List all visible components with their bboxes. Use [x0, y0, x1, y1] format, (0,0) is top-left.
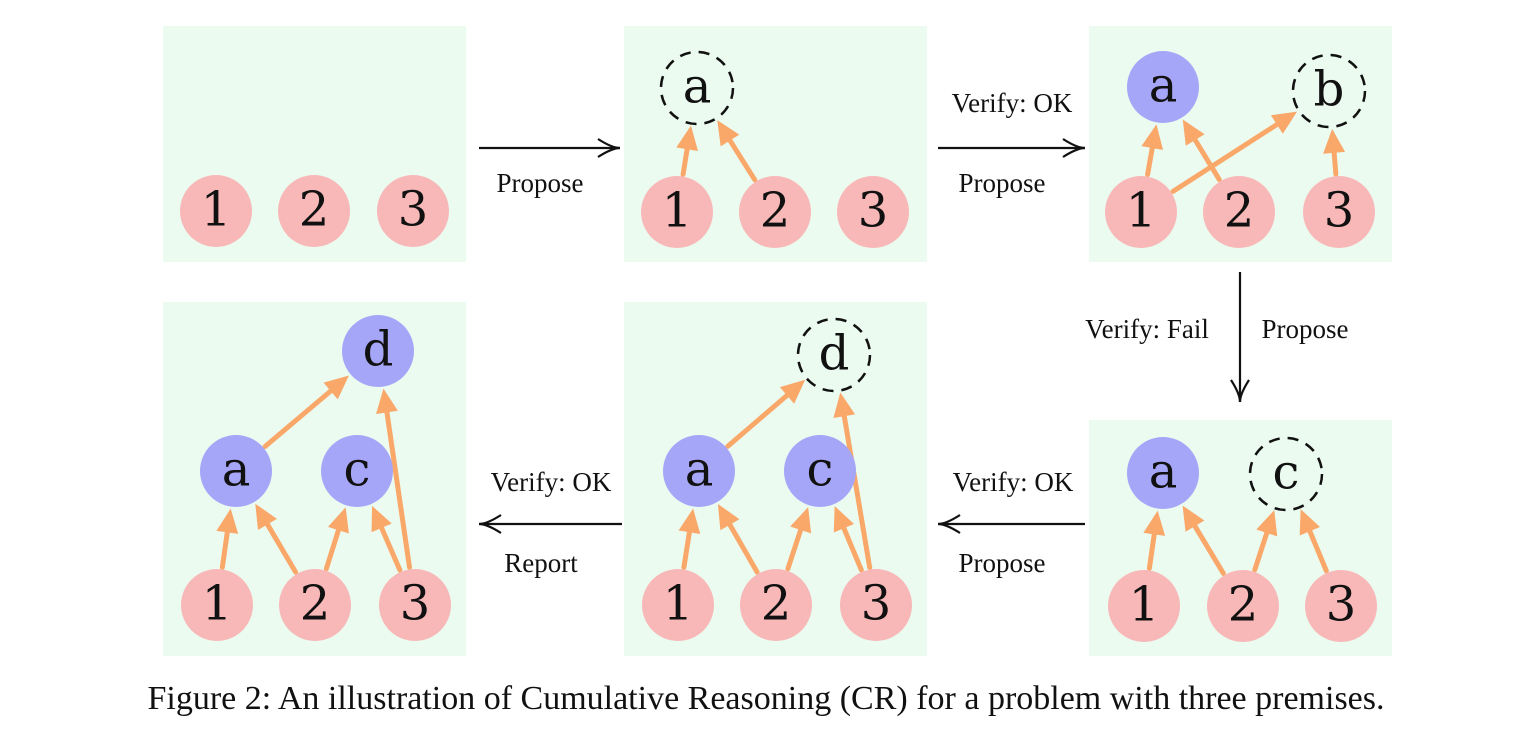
- edge-panel-6-2-to-a: [255, 503, 299, 575]
- edge-panel-3-1-to-a: [1141, 124, 1164, 178]
- node-3-panel-5: 3: [840, 569, 912, 641]
- node-label: 3: [1324, 183, 1355, 239]
- transition-3-label-2: Propose: [1262, 314, 1349, 344]
- node-label: 1: [662, 183, 693, 239]
- node-label: a: [1149, 58, 1178, 114]
- node-b-panel-3: b: [1291, 53, 1367, 129]
- node-2-panel-5: 2: [740, 569, 812, 641]
- edge-panel-5-1-to-a: [678, 508, 701, 570]
- node-3-panel-1: 3: [377, 175, 449, 247]
- edge-panel-6-1-to-a: [216, 508, 239, 570]
- edge-panel-5-2-to-a: [717, 503, 760, 575]
- edge-panel-4-1-to-a: [1143, 510, 1166, 571]
- edge-panel-6-a-to-d: [262, 375, 349, 449]
- node-label: d: [819, 326, 850, 382]
- node-3-panel-3: 3: [1303, 176, 1375, 248]
- edge-panel-4-2-to-a: [1182, 505, 1226, 576]
- edge-panel-5-3-to-c: [833, 506, 864, 573]
- transition-2-label-2: Propose: [959, 168, 1046, 198]
- node-label: 2: [299, 182, 330, 238]
- transition-5-label-2: Report: [504, 548, 578, 578]
- node-1-panel-2: 1: [641, 176, 713, 248]
- node-2-panel-1: 2: [278, 175, 350, 247]
- transition-arrow-2: [938, 138, 1086, 158]
- node-2-panel-2: 2: [739, 176, 811, 248]
- node-2-panel-6: 2: [279, 569, 351, 641]
- node-3-panel-2: 3: [837, 176, 909, 248]
- edge-panel-6-2-to-c: [323, 507, 349, 572]
- node-label: 1: [1126, 183, 1157, 239]
- node-label: a: [222, 442, 251, 498]
- node-c-panel-5: c: [784, 435, 856, 507]
- node-label: 1: [201, 182, 232, 238]
- node-2-panel-3: 2: [1203, 176, 1275, 248]
- node-2-panel-4: 2: [1207, 570, 1279, 642]
- node-label: 2: [1228, 577, 1259, 633]
- node-label: 2: [1224, 183, 1255, 239]
- node-label: 2: [761, 576, 792, 632]
- figure-caption: Figure 2: An illustration of Cumulative …: [147, 680, 1385, 717]
- node-label: a: [685, 442, 714, 498]
- node-3-panel-4: 3: [1305, 570, 1377, 642]
- node-label: 1: [202, 576, 233, 632]
- node-label: 2: [760, 183, 791, 239]
- node-label: a: [1149, 444, 1178, 500]
- edge-panel-2-1-to-a: [676, 125, 698, 177]
- edge-panel-5-2-to-c: [785, 507, 812, 572]
- transition-arrow-3: [1230, 272, 1250, 403]
- node-1-panel-3: 1: [1105, 176, 1177, 248]
- node-a-panel-6: a: [200, 435, 272, 507]
- node-d-panel-5: d: [796, 317, 872, 393]
- node-label: 1: [1129, 577, 1160, 633]
- node-label: 2: [300, 576, 331, 632]
- node-3-panel-6: 3: [379, 569, 451, 641]
- node-a-panel-5: a: [663, 435, 735, 507]
- node-1-panel-4: 1: [1108, 570, 1180, 642]
- node-label: c: [807, 442, 834, 498]
- node-a-panel-3: a: [1127, 51, 1199, 123]
- node-label: 3: [1326, 577, 1357, 633]
- node-label: 3: [858, 183, 889, 239]
- node-label: d: [363, 322, 394, 378]
- node-label: a: [683, 59, 712, 115]
- transition-5-label-1: Verify: OK: [491, 467, 612, 497]
- edge-panel-5-3-to-d: [833, 392, 873, 571]
- edge-panel-4-2-to-c: [1252, 510, 1278, 573]
- node-d-panel-6: d: [342, 315, 414, 387]
- edge-panel-4-3-to-c: [1299, 509, 1329, 574]
- node-label: 3: [398, 182, 429, 238]
- node-label: 3: [400, 576, 431, 632]
- node-label: 3: [861, 576, 892, 632]
- node-label: 1: [663, 576, 694, 632]
- transition-1-label-1: Propose: [497, 168, 584, 198]
- edge-panel-2-2-to-a: [717, 120, 758, 183]
- node-label: c: [1273, 445, 1300, 501]
- transition-3-label-1: Verify: Fail: [1085, 314, 1209, 344]
- edge-panel-6-3-to-c: [371, 505, 403, 573]
- edge-panel-3-3-to-b: [1323, 128, 1346, 177]
- edge-panel-3-1-to-b: [1170, 111, 1298, 194]
- transition-4-label-2: Propose: [959, 548, 1046, 578]
- node-c-panel-4: c: [1248, 436, 1324, 512]
- node-1-panel-6: 1: [181, 569, 253, 641]
- transition-arrow-1: [479, 138, 621, 158]
- transition-arrow-5: [478, 514, 622, 534]
- node-label: b: [1314, 62, 1345, 118]
- node-1-panel-5: 1: [642, 569, 714, 641]
- transition-arrow-4: [937, 514, 1085, 534]
- node-label: c: [344, 442, 371, 498]
- edge-panel-5-a-to-d: [725, 379, 806, 449]
- node-c-panel-6: c: [321, 435, 393, 507]
- transition-4-label-1: Verify: OK: [953, 467, 1074, 497]
- edge-panel-3-2-to-a: [1182, 119, 1222, 183]
- node-a-panel-4: a: [1127, 437, 1199, 509]
- edge-panel-6-3-to-d: [376, 388, 413, 570]
- node-1-panel-1: 1: [180, 175, 252, 247]
- transition-2-label-1: Verify: OK: [952, 88, 1073, 118]
- node-a-panel-2: a: [659, 50, 735, 126]
